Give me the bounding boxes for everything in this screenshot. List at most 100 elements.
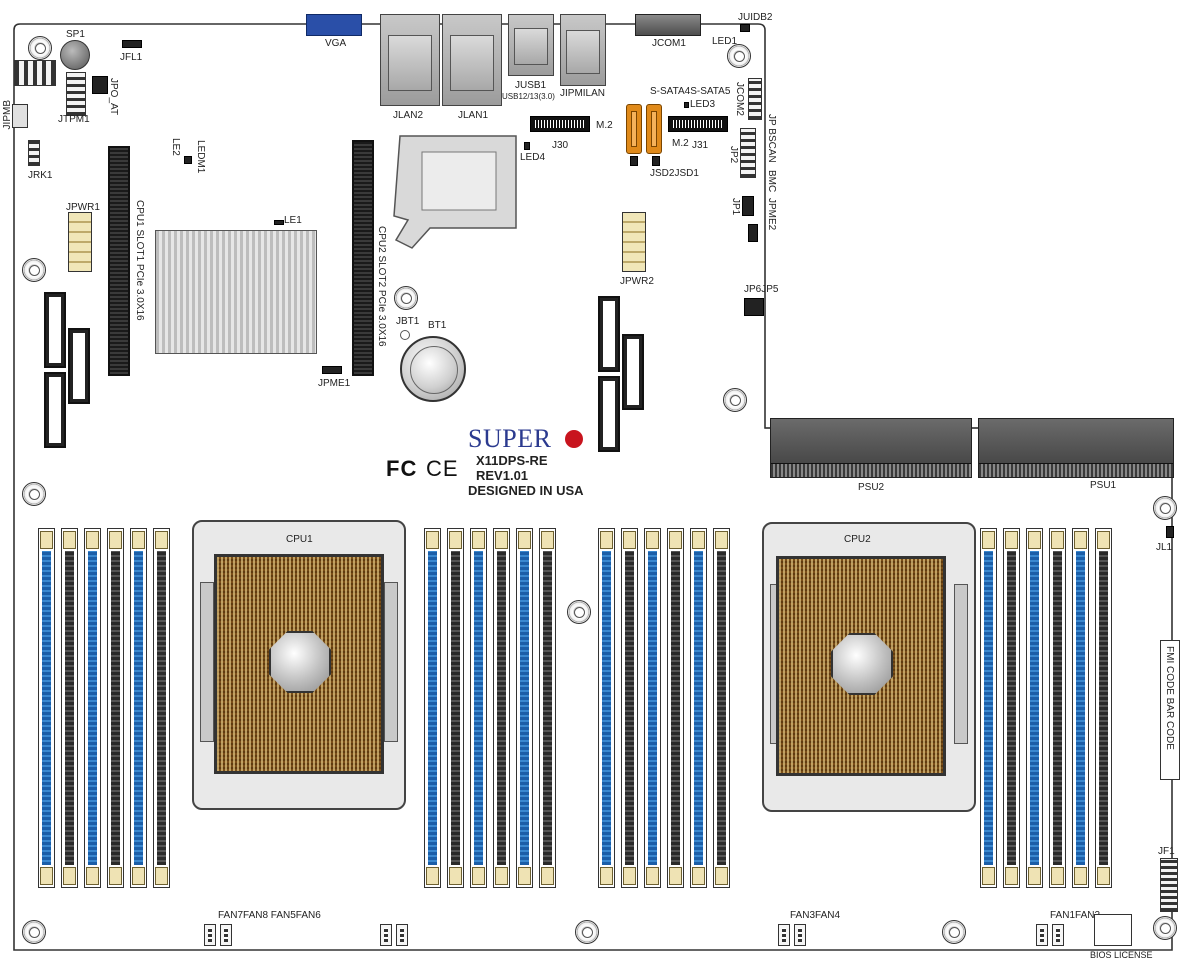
jipmb-header (12, 104, 28, 128)
bios-license-box (1094, 914, 1132, 946)
m2-a-label: M.2 (596, 120, 613, 131)
dimm-slot (153, 528, 170, 888)
jcom2-label: JCOM2 (734, 82, 745, 116)
fan-header (1036, 924, 1048, 946)
dimm-slot (713, 528, 730, 888)
jlan1-port (442, 14, 502, 106)
mounting-hole (394, 286, 418, 310)
fan-header (1052, 924, 1064, 946)
le2-label: LE2 (170, 138, 181, 156)
dimm-slot (1003, 528, 1020, 888)
fan-header (204, 924, 216, 946)
le1-label: LE1 (284, 215, 302, 226)
jrk1-header (28, 140, 40, 166)
board-model: X11DPS-RE (476, 453, 548, 468)
jusb1-port (508, 14, 554, 76)
fan-header (380, 924, 392, 946)
psu2-slot (770, 418, 972, 478)
cpu2-socket (776, 556, 946, 776)
dimm-slot (621, 528, 638, 888)
oculink-connector (598, 376, 620, 452)
oculink-connector (44, 292, 66, 368)
jtpm1-header (66, 72, 86, 116)
dimm-slot (690, 528, 707, 888)
m2-connector-j30 (530, 116, 590, 132)
fmi-barcode-box (1160, 640, 1180, 780)
mounting-hole (22, 258, 46, 282)
jlan1-label: JLAN1 (458, 110, 489, 121)
dimm-slot (516, 528, 533, 888)
ledm1-led (184, 156, 192, 164)
cpu1-socket (214, 554, 384, 774)
dimm-slot (424, 528, 441, 888)
jp6jp5-jumper (744, 298, 764, 316)
jsd-connector (630, 156, 638, 166)
jipmilan-label: JIPMILAN (560, 88, 606, 99)
dimm-slot (1072, 528, 1089, 888)
dimm-slot (447, 528, 464, 888)
bt1-label: BT1 (428, 320, 447, 331)
juidb2-connector (740, 24, 750, 32)
cpu2-label: CPU2 (844, 534, 871, 545)
jl1-connector (1166, 526, 1174, 538)
jpme2-label: JPME2 (766, 198, 777, 231)
jfl1-jumper (122, 40, 142, 48)
jlan2-port (380, 14, 440, 106)
jpme2-jumper (748, 224, 758, 242)
led4-led (524, 142, 530, 150)
jl1-label: JL1 (1156, 542, 1173, 553)
dimm-slot (130, 528, 147, 888)
jfl1-label: JFL1 (120, 52, 143, 63)
mounting-hole (22, 920, 46, 944)
mounting-hole (567, 600, 591, 624)
fan-header (220, 924, 232, 946)
board-revision: REV1.01 (476, 468, 529, 483)
le1-led (274, 220, 284, 225)
jpo-at-jumper (92, 76, 108, 94)
jp-bscan-label: JP BSCAN (766, 114, 777, 163)
bmc-heatsink (393, 135, 517, 249)
mounting-hole (1153, 496, 1177, 520)
pch-heatsink (155, 230, 317, 354)
led3-led (684, 102, 689, 108)
j31-label: J31 (692, 140, 709, 151)
dimm-slot (84, 528, 101, 888)
pcie-slot2 (352, 140, 374, 376)
jipmilan-port (560, 14, 606, 86)
jpwr1-connector (68, 212, 92, 272)
mounting-hole (723, 388, 747, 412)
sp1-label: SP1 (66, 29, 85, 40)
jsd-label: JSD2JSD1 (650, 168, 699, 179)
jipmb-label: JIPMB (2, 100, 13, 130)
jsd-connector (652, 156, 660, 166)
jcom1-label: JCOM1 (652, 38, 686, 49)
vga-port (306, 14, 362, 36)
cpu2-slot2-label: CPU2 SLOT2 PCIe 3.0X16 (376, 226, 387, 347)
mounting-hole (942, 920, 966, 944)
vga-label: VGA (325, 38, 347, 49)
fan-mid-label: FAN3FAN4 (790, 910, 841, 921)
jbt1-label: JBT1 (396, 316, 420, 327)
dimm-slot (667, 528, 684, 888)
juidb2-label: JUIDB2 (738, 12, 773, 23)
oculink-connector (622, 334, 644, 410)
bmc-label: BMC (766, 170, 777, 193)
sata-label: S-SATA4S-SATA5 (650, 86, 731, 97)
dimm-slot (539, 528, 556, 888)
jpwr1-label: JPWR1 (66, 202, 100, 213)
jpme1-label: JPME1 (318, 378, 351, 389)
jp-bscan-header (740, 128, 756, 178)
front-header-cluster (14, 60, 56, 86)
supermicro-logo: SUPER (468, 424, 552, 453)
cpu1-slot1-label: CPU1 SLOT1 PCIe 3.0X16 (134, 200, 145, 321)
mounting-hole (575, 920, 599, 944)
jpwr2-label: JPWR2 (620, 276, 654, 287)
psu1-slot (978, 418, 1174, 478)
jtpm1-label: JTPM1 (58, 114, 90, 125)
jf1-header (1160, 858, 1178, 912)
board-designed: DESIGNED IN USA (468, 483, 584, 498)
jlan2-label: JLAN2 (393, 110, 424, 121)
jcom1-port (635, 14, 701, 36)
jpo-at-label: JPO_AT (108, 78, 119, 116)
led1-label: LED1 (712, 36, 738, 47)
